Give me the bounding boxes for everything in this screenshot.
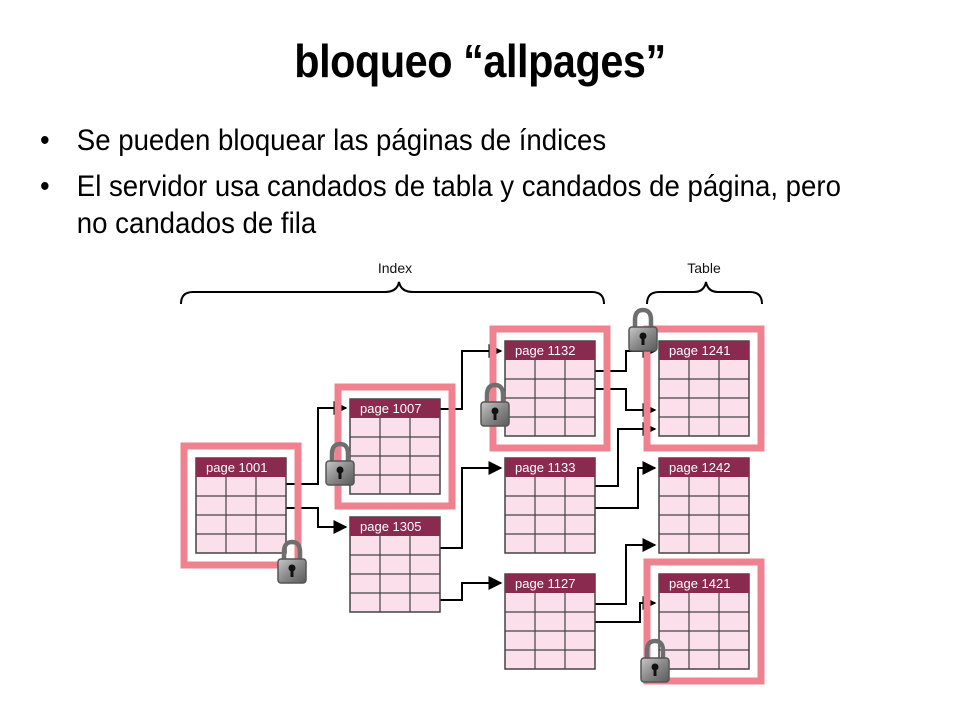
page-header xyxy=(350,399,440,418)
bullet-item: • El servidor usa candados de tabla y ca… xyxy=(40,168,850,242)
padlock-icon xyxy=(628,307,658,352)
page-block: page 1305 xyxy=(349,516,441,613)
pages-layer: page 1001 page 1007 page 1305 page 1132 page… xyxy=(180,325,765,685)
arrow xyxy=(594,422,657,487)
padlock-icon xyxy=(480,382,510,427)
page-block: page 1127 xyxy=(504,573,596,670)
arrow xyxy=(286,401,348,485)
arrow xyxy=(438,576,503,601)
page-label: page 1421 xyxy=(669,576,730,591)
bullet-list: • Se pueden bloquear las páginas de índi… xyxy=(40,122,850,251)
page-block: page 1001 xyxy=(180,442,302,569)
page-label: page 1132 xyxy=(515,343,576,358)
page-label: page 1242 xyxy=(669,460,730,475)
page-block: page 1242 xyxy=(658,457,750,554)
page-header xyxy=(659,458,749,477)
page-label: page 1001 xyxy=(206,460,267,475)
lock-highlight-frame xyxy=(643,325,765,452)
lock-highlight-frame xyxy=(180,442,302,569)
page-label: page 1007 xyxy=(360,401,421,416)
arrow xyxy=(594,538,657,605)
page-header xyxy=(350,517,440,536)
arrow xyxy=(594,461,657,509)
padlock-icon xyxy=(325,441,355,486)
page-label: page 1305 xyxy=(360,519,421,534)
locks-layer xyxy=(277,307,670,683)
lock-highlight-frame xyxy=(643,558,765,685)
page-header xyxy=(505,574,595,593)
bullet-marker: • xyxy=(40,170,50,203)
page-header xyxy=(196,458,286,477)
bullet-text: Se pueden bloquear las páginas de índice… xyxy=(76,124,607,157)
padlock-icon xyxy=(640,638,670,683)
page-block: page 1241 xyxy=(643,325,765,452)
bullet-item: • Se pueden bloquear las páginas de índi… xyxy=(40,122,850,159)
page-header xyxy=(505,458,595,477)
padlock-icon xyxy=(277,539,307,584)
table-label: Table xyxy=(687,260,721,276)
page-block: page 1421 xyxy=(643,558,765,685)
lock-highlight-frame xyxy=(489,325,611,452)
arrow xyxy=(438,461,503,549)
index-label: Index xyxy=(378,260,412,276)
slide-title: bloqueo “allpages” xyxy=(294,35,666,87)
page-header xyxy=(659,574,749,593)
arrow xyxy=(286,507,348,534)
page-label: page 1133 xyxy=(515,460,576,475)
page-block: page 1007 xyxy=(334,383,456,510)
page-header xyxy=(505,341,595,360)
page-block: page 1133 xyxy=(504,457,596,554)
page-label: page 1241 xyxy=(669,343,730,358)
connector-arrows xyxy=(286,344,657,623)
table-brace xyxy=(646,281,763,305)
page-header xyxy=(659,341,749,360)
page-block: page 1132 xyxy=(489,325,611,452)
bullet-marker: • xyxy=(40,124,50,157)
bullet-text: El servidor usa candados de tabla y cand… xyxy=(76,170,841,240)
page-label: page 1127 xyxy=(515,576,576,591)
index-brace xyxy=(180,281,605,305)
